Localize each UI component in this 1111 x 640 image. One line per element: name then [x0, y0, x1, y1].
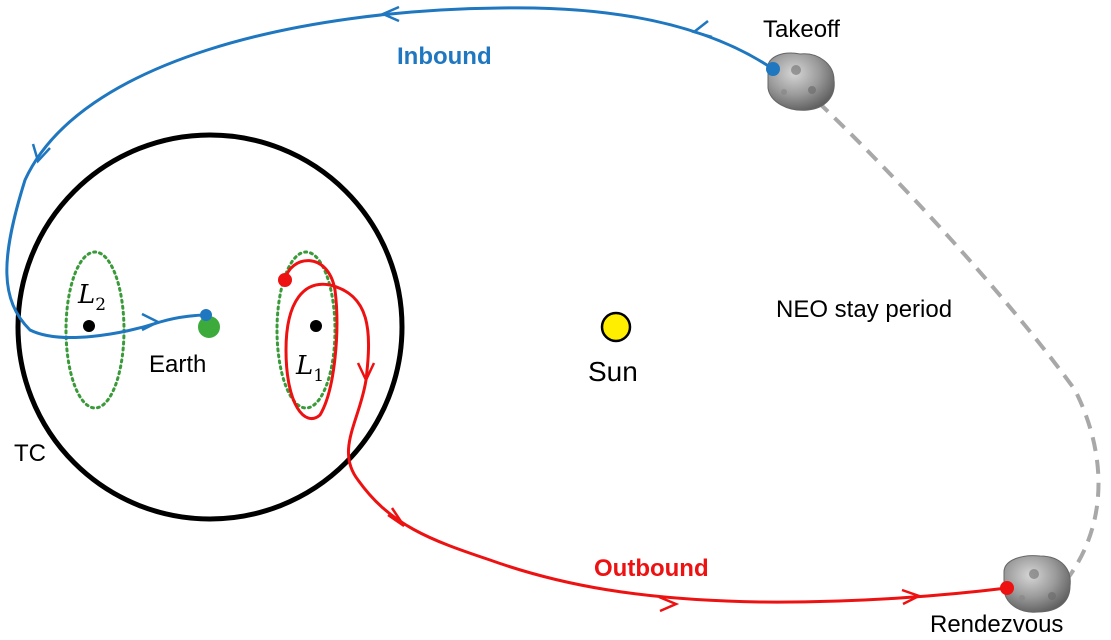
- inbound-arrow-3: [31, 143, 51, 164]
- inbound-arrow-1: [691, 20, 713, 39]
- tc-boundary-circle: [15, 132, 405, 522]
- sun-label: Sun: [588, 356, 638, 387]
- l1-label: L1: [295, 351, 324, 386]
- earth-label: Earth: [149, 351, 206, 378]
- outbound-arrow-3: [658, 595, 680, 613]
- inbound-trajectory: [5, 6, 774, 339]
- takeoff-label: Takeoff: [763, 16, 840, 43]
- outbound-label: Outbound: [594, 555, 709, 582]
- inbound-arrow-4: [141, 312, 161, 332]
- asteroid-takeoff-image: [766, 52, 835, 111]
- l1-halo-orbit: [275, 250, 337, 410]
- l2-point: [83, 320, 95, 332]
- tc-label: TC: [14, 440, 46, 467]
- inbound-arrival-point: [200, 309, 212, 321]
- l1-point: [310, 320, 322, 332]
- l2-halo-orbit: [64, 250, 126, 410]
- sun-marker: [600, 311, 632, 343]
- neo-stay-path: [816, 100, 1101, 580]
- rendezvous-label: Rendezvous: [930, 611, 1063, 638]
- outbound-departure-point: [278, 273, 292, 287]
- outbound-arrow-4: [901, 588, 923, 606]
- neo-stay-label: NEO stay period: [776, 296, 952, 323]
- takeoff-point: [766, 62, 780, 76]
- inbound-label: Inbound: [397, 43, 492, 70]
- rendezvous-point: [1000, 581, 1014, 595]
- l2-label: L2: [77, 280, 106, 315]
- asteroid-rendezvous-image: [1003, 555, 1071, 613]
- outbound-arrow-2: [387, 507, 406, 528]
- earth-marker: [198, 316, 220, 338]
- inbound-arrow-2: [379, 5, 400, 23]
- outbound-arrow-1: [356, 362, 376, 383]
